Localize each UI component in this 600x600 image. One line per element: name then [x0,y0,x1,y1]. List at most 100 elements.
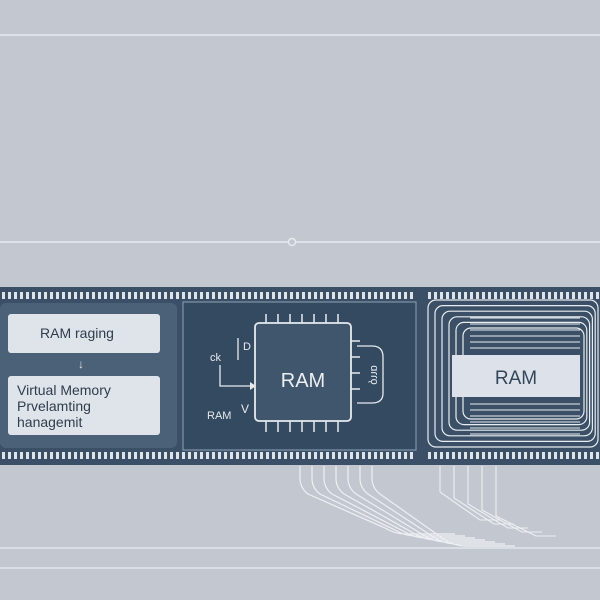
connector-pin [8,452,11,459]
connector-pin [158,292,161,299]
connector-pin [212,452,215,459]
input-arrow-line [219,365,250,387]
connector-pin [266,452,269,459]
connector-pin [212,292,215,299]
connector-pin [278,292,281,299]
connector-pin [278,452,281,459]
connector-pin [542,452,545,459]
connector-pin [290,292,293,299]
connector-pin [356,452,359,459]
connector-pin [542,292,545,299]
connector-pin [56,292,59,299]
connector-pin [446,292,449,299]
connector-pin [536,292,539,299]
connector-pin [44,292,47,299]
connector-pin [206,292,209,299]
connector-pin [500,452,503,459]
edge-connector-top [2,292,599,299]
connector-pin [230,452,233,459]
connector-pin [272,452,275,459]
connector-pin [458,452,461,459]
connector-pin [194,452,197,459]
connector-pin [410,292,413,299]
circuit-trace [359,466,505,545]
connector-pin [122,452,125,459]
connector-pin [134,292,137,299]
connector-pin [470,292,473,299]
connector-pin [2,452,5,459]
connector-pin [338,452,341,459]
connector-pin [302,452,305,459]
connector-pin [338,292,341,299]
connector-pin [524,292,527,299]
connector-pin [38,452,41,459]
circuit-trace [453,466,514,525]
circuit-trace [441,310,593,437]
connector-pin [242,292,245,299]
connector-pin [236,292,239,299]
circuit-trace [439,466,500,521]
connector-pin [260,452,263,459]
connector-pin [14,292,17,299]
chip-pins [265,314,360,432]
connector-pin [404,292,407,299]
left-panel: RAM raging ↓ Virtual Memory Prvelamting … [0,303,177,448]
connector-pin [512,292,515,299]
connector-pin [584,292,587,299]
connector-pin [320,292,323,299]
connector-pin [392,452,395,459]
connector-pin [590,292,593,299]
circuit-trace [467,466,528,529]
circuit-trace [427,299,599,448]
circuit-traces [427,299,599,448]
connector-pin [398,292,401,299]
connector-pin [476,452,479,459]
connector-pin [506,292,509,299]
ram-module-box [452,355,580,397]
connector-pin [272,292,275,299]
connector-pin [512,452,515,459]
connector-pin [350,292,353,299]
connector-pin [116,452,119,459]
pin-label-ram: RAM [207,410,231,422]
virtual-memory-line-2: Prvelamting [17,398,91,414]
connector-pin [254,292,257,299]
circuit-trace [323,466,475,539]
circuit-trace [448,316,591,431]
connector-pin [188,292,191,299]
ram-paging-label: RAM raging [40,325,114,341]
connector-pin [26,452,29,459]
connector-pin [482,452,485,459]
pin-label-d: D [243,341,251,353]
connector-pin [176,292,179,299]
connector-pin [560,292,563,299]
connector-pin [92,292,95,299]
connector-pin [458,292,461,299]
connector-pin [404,452,407,459]
connector-pin [440,452,443,459]
connector-pin [302,292,305,299]
circuit-trace [311,466,465,537]
connector-pin [104,292,107,299]
connector-pin [488,292,491,299]
connector-pin [260,292,263,299]
connector-pin [8,292,11,299]
connector-pin [344,452,347,459]
connector-pin [308,292,311,299]
connector-pin [296,452,299,459]
connector-pin [20,452,23,459]
circuit-trace [481,466,542,533]
connector-pin [578,452,581,459]
connector-pin [32,292,35,299]
circuit-trace [434,305,596,443]
pin-label-ck: ck [210,352,222,364]
connector-pin [218,452,221,459]
connector-pin [32,452,35,459]
connector-pin [560,452,563,459]
connector-pin [362,292,365,299]
connector-pin [146,292,149,299]
connector-pin [500,292,503,299]
connector-pin [428,452,431,459]
connector-pin [44,452,47,459]
connector-pin [86,452,89,459]
